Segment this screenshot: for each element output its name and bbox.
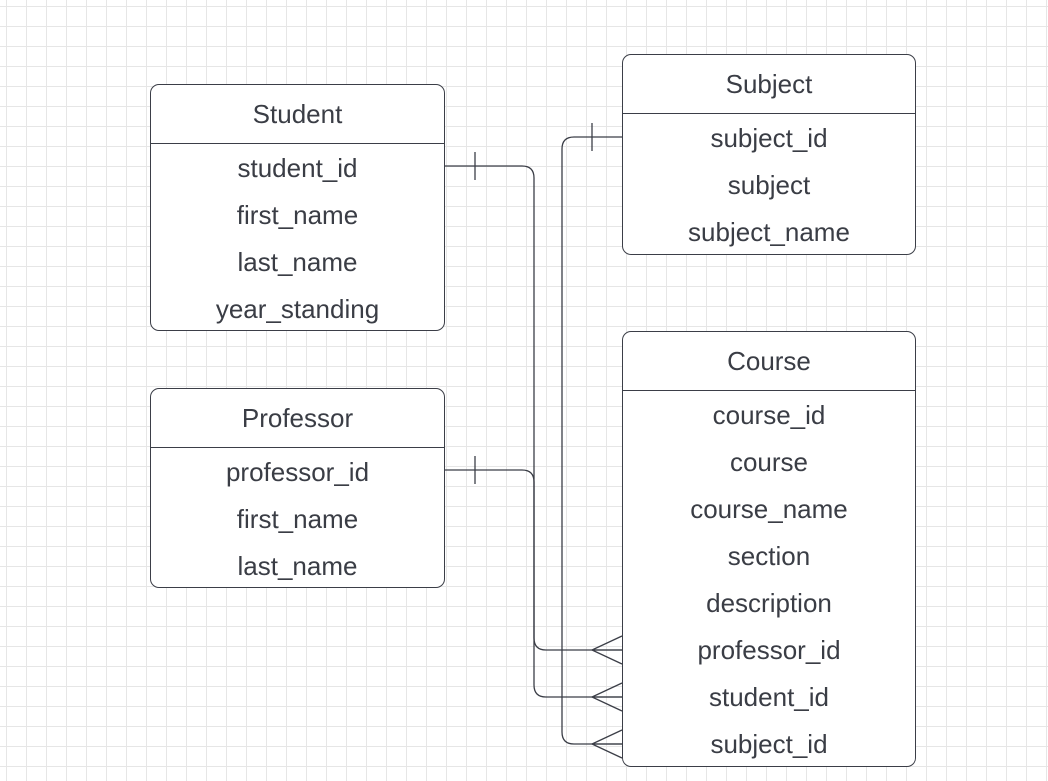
entity-professor-title: Professor [151,389,444,448]
entity-professor-fields: professor_id first_name last_name [151,448,444,587]
field-course-description: description [706,588,832,618]
many-marker-course-professor-id [590,635,623,665]
field-subject-subject: subject [727,170,811,200]
relationship-professor-course[interactable] [445,456,623,665]
entity-course[interactable]: Course course_id course course_name sect… [622,331,916,767]
entity-course-title: Course [623,332,915,391]
field-student-student-id: student_id [237,153,358,183]
field-course-course-name: course_name [690,494,848,524]
field-course-subject-id: subject_id [710,729,828,759]
relationship-student-course[interactable] [445,152,623,712]
entity-subject-fields: subject_id subject subject_name [623,114,915,254]
field-course-student-id: student_id [709,682,829,712]
entity-course-fields: course_id course course_name section des… [623,391,915,766]
relationship-subject-course[interactable] [561,123,623,759]
entity-subject[interactable]: Subject subject_id subject subject_name [622,54,916,255]
field-professor-last-name: last_name [237,551,358,581]
field-student-first-name: first_name [236,200,359,230]
field-professor-professor-id: professor_id [225,457,370,487]
field-course-section: section [727,541,811,571]
entity-student-title: Student [151,85,444,144]
many-marker-course-subject-id [590,729,623,759]
field-student-year-standing: year_standing [215,294,380,324]
field-subject-subject-id: subject_id [710,123,828,153]
many-marker-course-student-id [590,682,623,712]
field-course-course: course [729,447,809,477]
field-professor-first-name: first_name [236,504,359,534]
field-subject-subject-name: subject_name [688,217,850,247]
entity-student[interactable]: Student student_id first_name last_name … [150,84,445,331]
entity-subject-title: Subject [623,55,915,114]
field-course-course-id: course_id [712,400,826,430]
field-student-last-name: last_name [237,247,358,277]
field-course-professor-id: professor_id [697,635,841,665]
entity-student-fields: student_id first_name last_name year_sta… [151,144,444,330]
entity-professor[interactable]: Professor professor_id first_name last_n… [150,388,445,588]
